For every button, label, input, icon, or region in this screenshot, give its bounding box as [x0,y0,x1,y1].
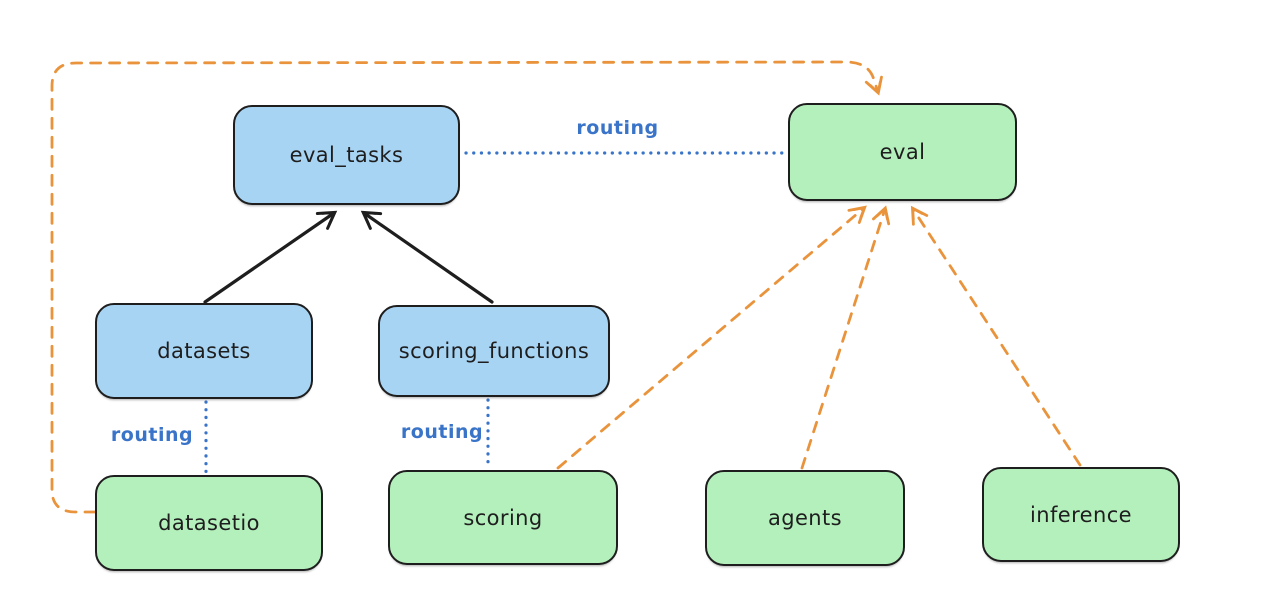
node-agents-label: agents [767,506,842,530]
node-eval_tasks-label: eval_tasks [289,143,404,167]
edge-agents-to-eval [800,205,891,470]
node-eval-label: eval [879,140,926,164]
node-inference-label: inference [1030,502,1132,527]
node-datasets-label: datasets [157,339,251,363]
edge-inference-to-eval [910,205,1082,467]
node-datasetio: datasetio [95,475,323,571]
edge-label-routing-middle: routing [400,421,484,443]
edge-datasets-to-eval_tasks [203,210,338,304]
edge-scoring_functions-to-eval_tasks [360,210,494,304]
edge-label-routing-left: routing [110,424,194,446]
node-datasets: datasets [95,303,313,399]
edge-scoring-to-eval [556,205,867,470]
node-eval: eval [788,103,1017,201]
node-eval_tasks: eval_tasks [233,105,460,205]
node-scoring_functions-label: scoring_functions [398,339,590,363]
node-scoring: scoring [388,470,618,565]
node-scoring_functions: scoring_functions [378,305,610,397]
node-agents: agents [705,470,905,566]
edge-datasetio-to-eval [50,60,883,514]
node-inference: inference [982,467,1180,562]
edge-label-routing-top: routing [576,117,659,139]
node-datasetio-label: datasetio [158,511,260,535]
node-scoring-label: scoring [463,505,543,530]
